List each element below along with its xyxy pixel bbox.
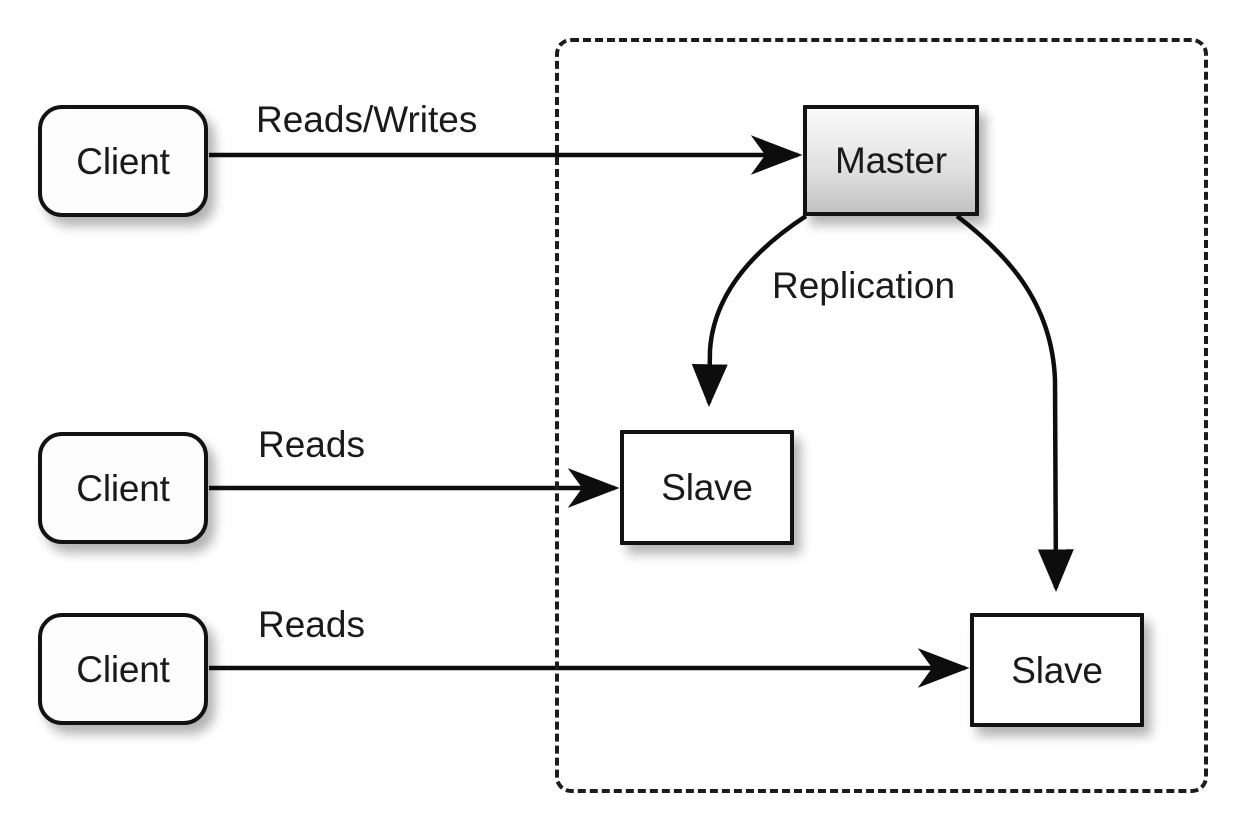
- node-slave-2[interactable]: Slave: [970, 613, 1144, 727]
- node-slave-1-label: Slave: [661, 467, 753, 508]
- edge-label-reads-top: Reads: [258, 424, 365, 465]
- node-client-1[interactable]: Client: [38, 105, 208, 217]
- node-client-3[interactable]: Client: [38, 613, 208, 725]
- node-slave-2-label: Slave: [1011, 649, 1103, 691]
- node-client-3-label: Client: [76, 648, 170, 690]
- edge-label-replication: Replication: [772, 265, 956, 306]
- node-client-1-label: Client: [76, 140, 170, 182]
- replication-cluster-boundary: [555, 38, 1208, 793]
- node-client-2[interactable]: Client: [38, 432, 208, 544]
- node-client-2-label: Client: [76, 467, 170, 509]
- node-master[interactable]: Master: [803, 105, 979, 216]
- node-master-label: Master: [835, 140, 947, 181]
- edge-label-reads-writes: Reads/Writes: [256, 99, 478, 140]
- edge-label-reads-bottom: Reads: [258, 604, 365, 645]
- node-slave-1[interactable]: Slave: [620, 430, 794, 545]
